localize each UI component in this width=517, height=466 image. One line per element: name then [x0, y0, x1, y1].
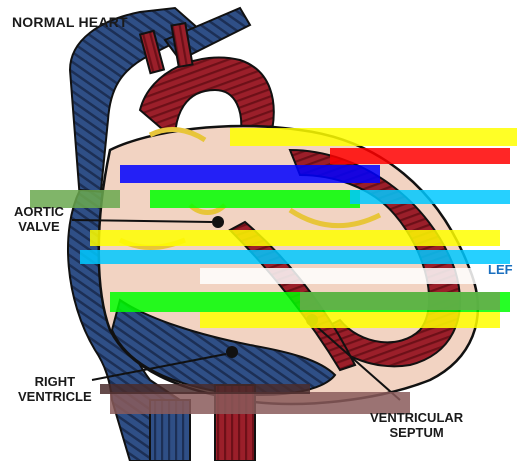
glitch-band [330, 148, 510, 164]
glitch-band [200, 312, 500, 328]
aortic-valve-label-line1: AORTIC [14, 204, 64, 219]
aortic-valve-dot [212, 216, 224, 228]
glitch-band [300, 292, 500, 310]
aortic-valve-label-line2: VALVE [14, 219, 64, 234]
diagram-title: NORMAL HEART [12, 14, 128, 30]
glitch-band [350, 190, 510, 204]
glitch-band [100, 384, 310, 394]
ventricular-septum-label: VENTRICULAR SEPTUM [370, 410, 463, 440]
glitch-band [120, 165, 380, 183]
right-ventricle-label-line1: RIGHT [18, 374, 92, 389]
glitch-band [110, 392, 410, 414]
right-ventricle-label-line2: VENTRICLE [18, 389, 92, 404]
glitch-band [80, 250, 510, 264]
left-partial-label: LEF [488, 262, 513, 277]
ventricular-septum-label-line2: SEPTUM [370, 425, 463, 440]
glitch-band [230, 128, 517, 146]
right-ventricle-dot [226, 346, 238, 358]
ventricular-septum-label-line1: VENTRICULAR [370, 410, 463, 425]
right-ventricle-label: RIGHT VENTRICLE [18, 374, 92, 404]
glitch-band [90, 230, 500, 246]
glitch-band [150, 190, 360, 208]
glitch-band [200, 268, 510, 284]
aortic-valve-label: AORTIC VALVE [14, 204, 64, 234]
